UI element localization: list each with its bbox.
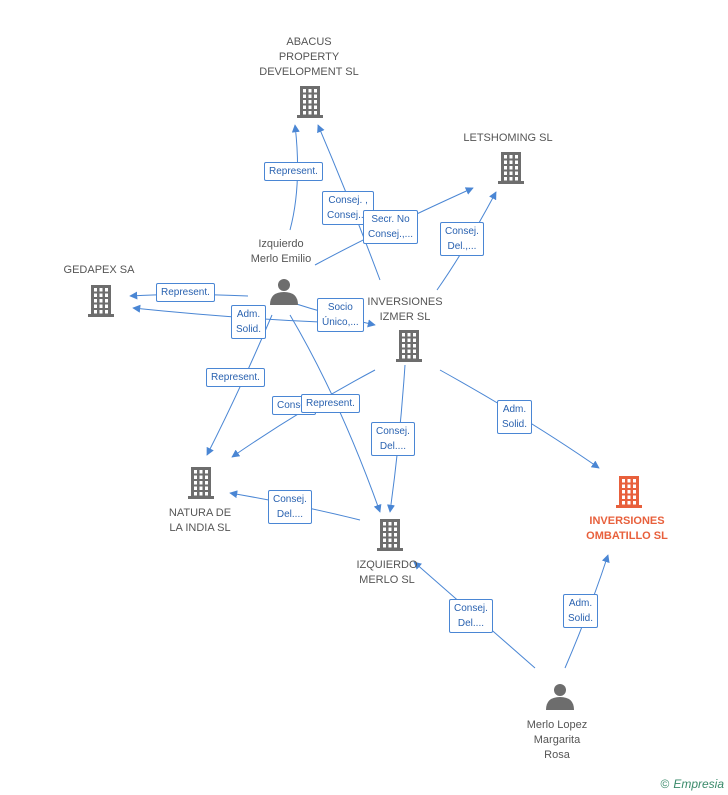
edge-label-10[interactable]: Consej. Del.... <box>371 422 415 456</box>
brand-name: Empresia <box>673 777 724 791</box>
building-icon[interactable] <box>616 476 642 508</box>
node-label-inversiones-izmer[interactable]: INVERSIONES IZMER SL <box>367 296 443 323</box>
building-icon[interactable] <box>377 519 403 551</box>
edge-label-9[interactable]: Represent. <box>301 394 360 413</box>
edge-line-0 <box>289 124 300 231</box>
copyright-symbol: © <box>660 777 670 791</box>
edge-label-7[interactable]: Represent. <box>206 368 265 387</box>
edge-label-2[interactable]: Secr. No Consej.,... <box>363 210 419 244</box>
building-icon[interactable] <box>498 152 524 184</box>
edge-label-5[interactable]: Adm. Solid. <box>231 305 267 339</box>
node-label-letshoming[interactable]: LETSHOMING SL <box>463 132 553 144</box>
node-label-izquierdo-merlo-sl[interactable]: IZQUIERDO MERLO SL <box>356 559 418 586</box>
node-label-ombatillo[interactable]: INVERSIONES OMBATILLO SL <box>586 515 668 542</box>
building-icon[interactable] <box>88 285 114 317</box>
footer-brand[interactable]: ©Empresia <box>660 777 724 791</box>
person-icon[interactable] <box>546 684 574 710</box>
node-label-gedapex[interactable]: GEDAPEX SA <box>63 264 135 276</box>
node-label-abacus[interactable]: ABACUS PROPERTY DEVELOPMENT SL <box>259 36 359 78</box>
building-icon[interactable] <box>396 330 422 362</box>
edge-line-5 <box>132 304 321 323</box>
edge-label-3[interactable]: Consej. Del.,... <box>440 222 484 256</box>
edge-label-0[interactable]: Represent. <box>264 162 323 181</box>
node-label-izquierdo-emilio[interactable]: Izquierdo Merlo Emilio <box>250 238 312 265</box>
edge-label-4[interactable]: Represent. <box>156 283 215 302</box>
edge-label-13[interactable]: Consej. Del.... <box>449 599 493 633</box>
edge-label-11[interactable]: Adm. Solid. <box>497 400 533 434</box>
person-icon[interactable] <box>270 279 298 305</box>
node-label-merlo-lopez[interactable]: Merlo Lopez Margarita Rosa <box>526 719 588 761</box>
building-icon[interactable] <box>188 467 214 499</box>
node-label-natura[interactable]: NATURA DE LA INDIA SL <box>168 507 232 534</box>
edge-label-14[interactable]: Adm. Solid. <box>563 594 599 628</box>
edge-label-12[interactable]: Consej. Del.... <box>268 490 312 524</box>
edge-label-6[interactable]: Socio Único,... <box>317 298 364 332</box>
building-icon[interactable] <box>297 86 323 118</box>
